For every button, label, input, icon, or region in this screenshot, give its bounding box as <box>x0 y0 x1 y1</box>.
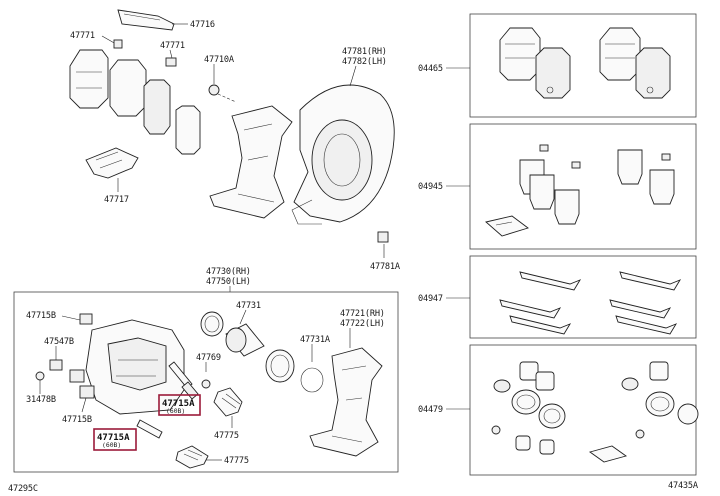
kit-04479-seals <box>491 361 699 463</box>
label-47710A: 47710A <box>204 55 235 65</box>
figure-number-right: 47435A <box>668 481 699 491</box>
label-47775-a: 47775 <box>214 431 239 441</box>
label-47715A-2: 47715A <box>97 433 130 443</box>
highlight-47715A-2 <box>93 428 137 451</box>
highlight-47715A-1 <box>158 394 201 416</box>
clip-47716 <box>117 9 175 31</box>
label-47731A: 47731A <box>300 335 331 345</box>
kit-04945-shims <box>485 144 675 237</box>
label-04465: 04465 <box>418 64 443 74</box>
bolt-47715B-top <box>79 313 93 325</box>
piston-47731 <box>225 323 265 357</box>
label-31478B: 31478B <box>26 395 56 405</box>
label-47715B-bottom: 47715B <box>62 415 92 425</box>
label-47717: 47717 <box>104 195 129 205</box>
label-47721: 47721(RH) <box>340 309 385 319</box>
label-04947: 04947 <box>418 294 443 304</box>
dust-shield <box>291 84 395 225</box>
label-47722: 47722(LH) <box>340 319 385 329</box>
label-47771-b: 47771 <box>160 41 185 51</box>
kit-04947-clips <box>499 271 682 335</box>
ring-47731A <box>300 367 324 393</box>
label-47775-b: 47775 <box>224 456 249 466</box>
caliper-bracket <box>309 347 383 457</box>
clip-47771-a <box>113 39 123 49</box>
label-47731: 47731 <box>236 301 261 311</box>
caliper-assembly-frame <box>13 291 399 473</box>
figure-number-left: 47295C <box>8 484 38 494</box>
label-04479: 04479 <box>418 405 443 415</box>
label-47547B: 47547B <box>44 337 74 347</box>
label-47781: 47781(RH) <box>342 47 387 57</box>
label-47730: 47730(RH) <box>206 267 251 277</box>
label-47716: 47716 <box>190 20 215 30</box>
dust-boot-ring <box>265 349 295 383</box>
spring-47717 <box>85 147 139 179</box>
clip-47771-b <box>165 57 177 67</box>
seal-ring <box>200 311 224 337</box>
caliper-body <box>69 319 185 415</box>
label-47781A: 47781A <box>370 262 401 272</box>
bleeder-47547B <box>49 359 63 371</box>
ring-47769 <box>201 379 211 389</box>
bolt-47710A <box>208 84 220 96</box>
cap-31478B <box>35 371 45 381</box>
kit-04465-pads <box>499 27 671 99</box>
bolt-47781A <box>377 231 389 243</box>
label-47715A-1: 47715A <box>162 399 195 409</box>
mounting-bracket <box>209 105 293 219</box>
label-04945: 04945 <box>418 182 443 192</box>
kit-panel-04945 <box>469 123 697 250</box>
label-47715B-top: 47715B <box>26 311 56 321</box>
guide-pin-lower <box>136 419 163 439</box>
label-47715A-2-sub: (60B) <box>102 441 121 449</box>
kit-panel-04465 <box>469 13 697 118</box>
boot-47775-upper <box>213 387 243 417</box>
label-47769: 47769 <box>196 353 221 363</box>
label-47750: 47750(LH) <box>206 277 251 287</box>
kit-panel-04947 <box>469 255 697 339</box>
label-47715A-1-sub: (60B) <box>166 407 185 415</box>
label-47782: 47782(LH) <box>342 57 387 67</box>
label-47771-a: 47771 <box>70 31 95 41</box>
boot-47775-lower <box>175 445 209 469</box>
pads-top-left <box>69 49 201 155</box>
